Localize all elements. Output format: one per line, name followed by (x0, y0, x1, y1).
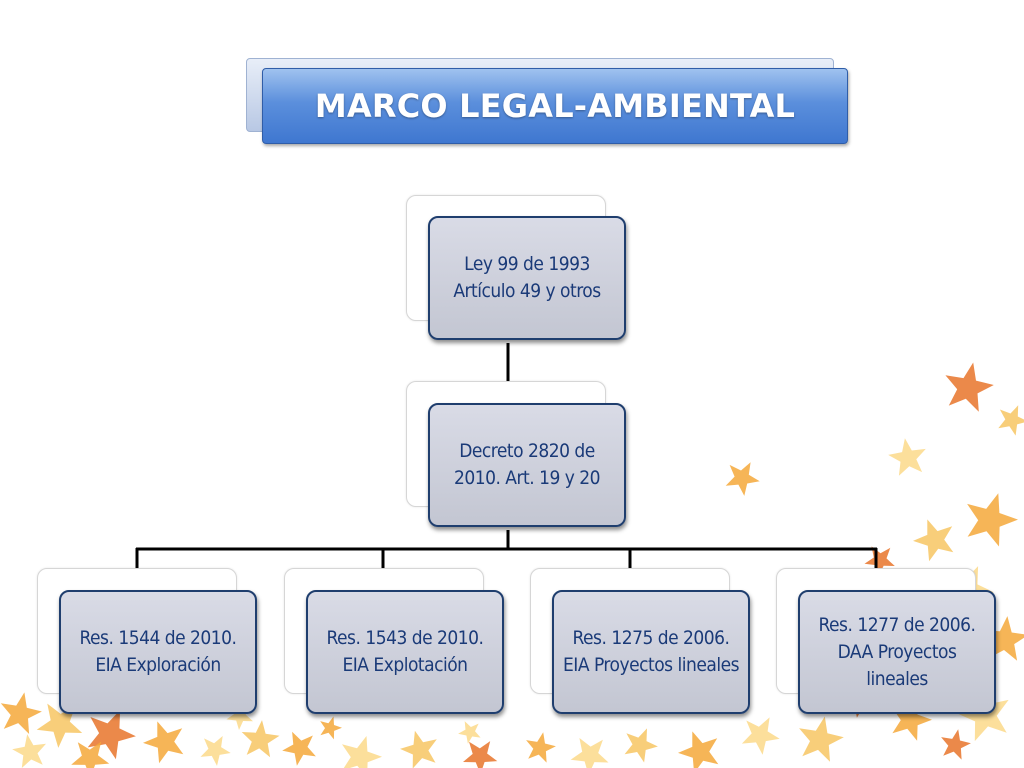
root-node: Ley 99 de 1993 Artículo 49 y otros (428, 216, 626, 340)
leaf-icon (458, 721, 481, 744)
node-text: Res. 1277 de 2006. (818, 613, 976, 636)
node-text: DAA Proyectos (837, 640, 957, 663)
child-node-res-1543: Res. 1543 de 2010. EIA Explotación (306, 590, 504, 714)
decree-node: Decreto 2820 de 2010. Art. 19 y 20 (428, 403, 626, 527)
leaf-icon (888, 438, 926, 476)
leaf-icon (143, 721, 184, 764)
leaf-icon (200, 736, 231, 766)
leaf-icon (342, 736, 382, 768)
leaf-icon (400, 730, 437, 768)
leaf-icon (12, 734, 46, 768)
node-text: Ley 99 de 1993 (464, 253, 590, 275)
node-text: 2010. Art. 19 y 20 (453, 467, 601, 489)
leaf-icon (799, 716, 844, 762)
title-banner: MARCO LEGAL-AMBIENTAL (262, 68, 848, 144)
leaf-icon (87, 710, 136, 760)
leaf-icon (957, 687, 1009, 742)
leaf-icon (913, 519, 954, 562)
node-text: Artículo 49 y otros (453, 280, 601, 302)
leaf-icon (320, 716, 342, 740)
leaf-icon (678, 731, 719, 768)
node-text: Res. 1543 de 2010. (326, 627, 484, 649)
leaf-icon (892, 699, 932, 741)
node-text: lineales (866, 667, 928, 690)
leaf-icon (741, 717, 780, 755)
leaf-icon (463, 741, 498, 768)
leaf-icon (0, 692, 42, 734)
node-text: EIA Exploración (95, 654, 221, 676)
node-text: EIA Proyectos lineales (562, 654, 740, 676)
leaf-icon (864, 546, 895, 576)
leaf-icon (282, 731, 316, 766)
leaf-icon (241, 720, 280, 758)
node-text: EIA Explotación (342, 654, 468, 676)
leaf-icon (526, 732, 556, 763)
leaf-icon (624, 728, 658, 763)
leaf-icon (71, 741, 110, 768)
node-text: Res. 1544 de 2010. (79, 627, 237, 649)
leaf-icon (941, 729, 971, 760)
child-node-res-1544: Res. 1544 de 2010. EIA Exploración (59, 590, 257, 714)
child-node-res-1277: Res. 1277 de 2006. DAA Proyectos lineale… (798, 590, 996, 714)
node-text: Decreto 2820 de (459, 440, 595, 462)
leaf-icon (967, 493, 1018, 547)
child-node-res-1275: Res. 1275 de 2006. EIA Proyectos lineale… (552, 590, 750, 714)
node-text: Res. 1275 de 2006. (572, 627, 730, 649)
leaf-icon (725, 462, 760, 496)
leaf-icon (36, 703, 83, 748)
page-title: MARCO LEGAL-AMBIENTAL (314, 87, 796, 125)
leaf-icon (945, 362, 994, 412)
leaf-icon (998, 405, 1024, 436)
leaf-icon (570, 738, 609, 768)
